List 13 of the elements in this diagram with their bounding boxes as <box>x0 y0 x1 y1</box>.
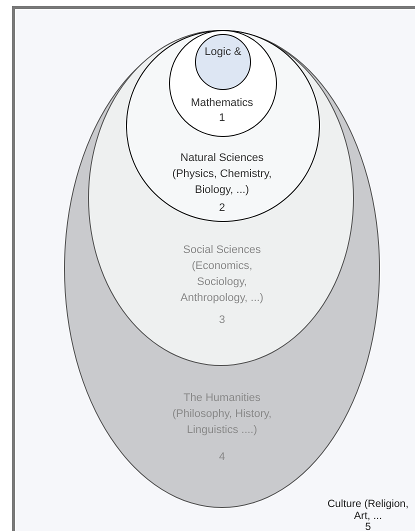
region-label: Natural Sciences (Physics, Chemistry, Biology, ...) <box>171 151 273 198</box>
region-label: Logic & <box>204 45 242 60</box>
region-label: 2 <box>218 201 226 216</box>
region-label: The Humanities (Philosophy, History, Linguistics ....) <box>171 391 273 438</box>
circle-region <box>195 34 251 90</box>
region-label: 3 <box>218 313 226 328</box>
region-label: 4 <box>218 450 226 465</box>
region-label: Culture (Religion, Art, ... <box>326 498 410 522</box>
region-label: 1 <box>218 111 226 126</box>
region-label: 5 <box>364 521 372 531</box>
region-label: Mathematics <box>190 96 254 111</box>
frame-box <box>12 6 415 531</box>
region-label: Social Sciences (Economics, Sociology, Anthropology, ...) <box>180 243 264 306</box>
